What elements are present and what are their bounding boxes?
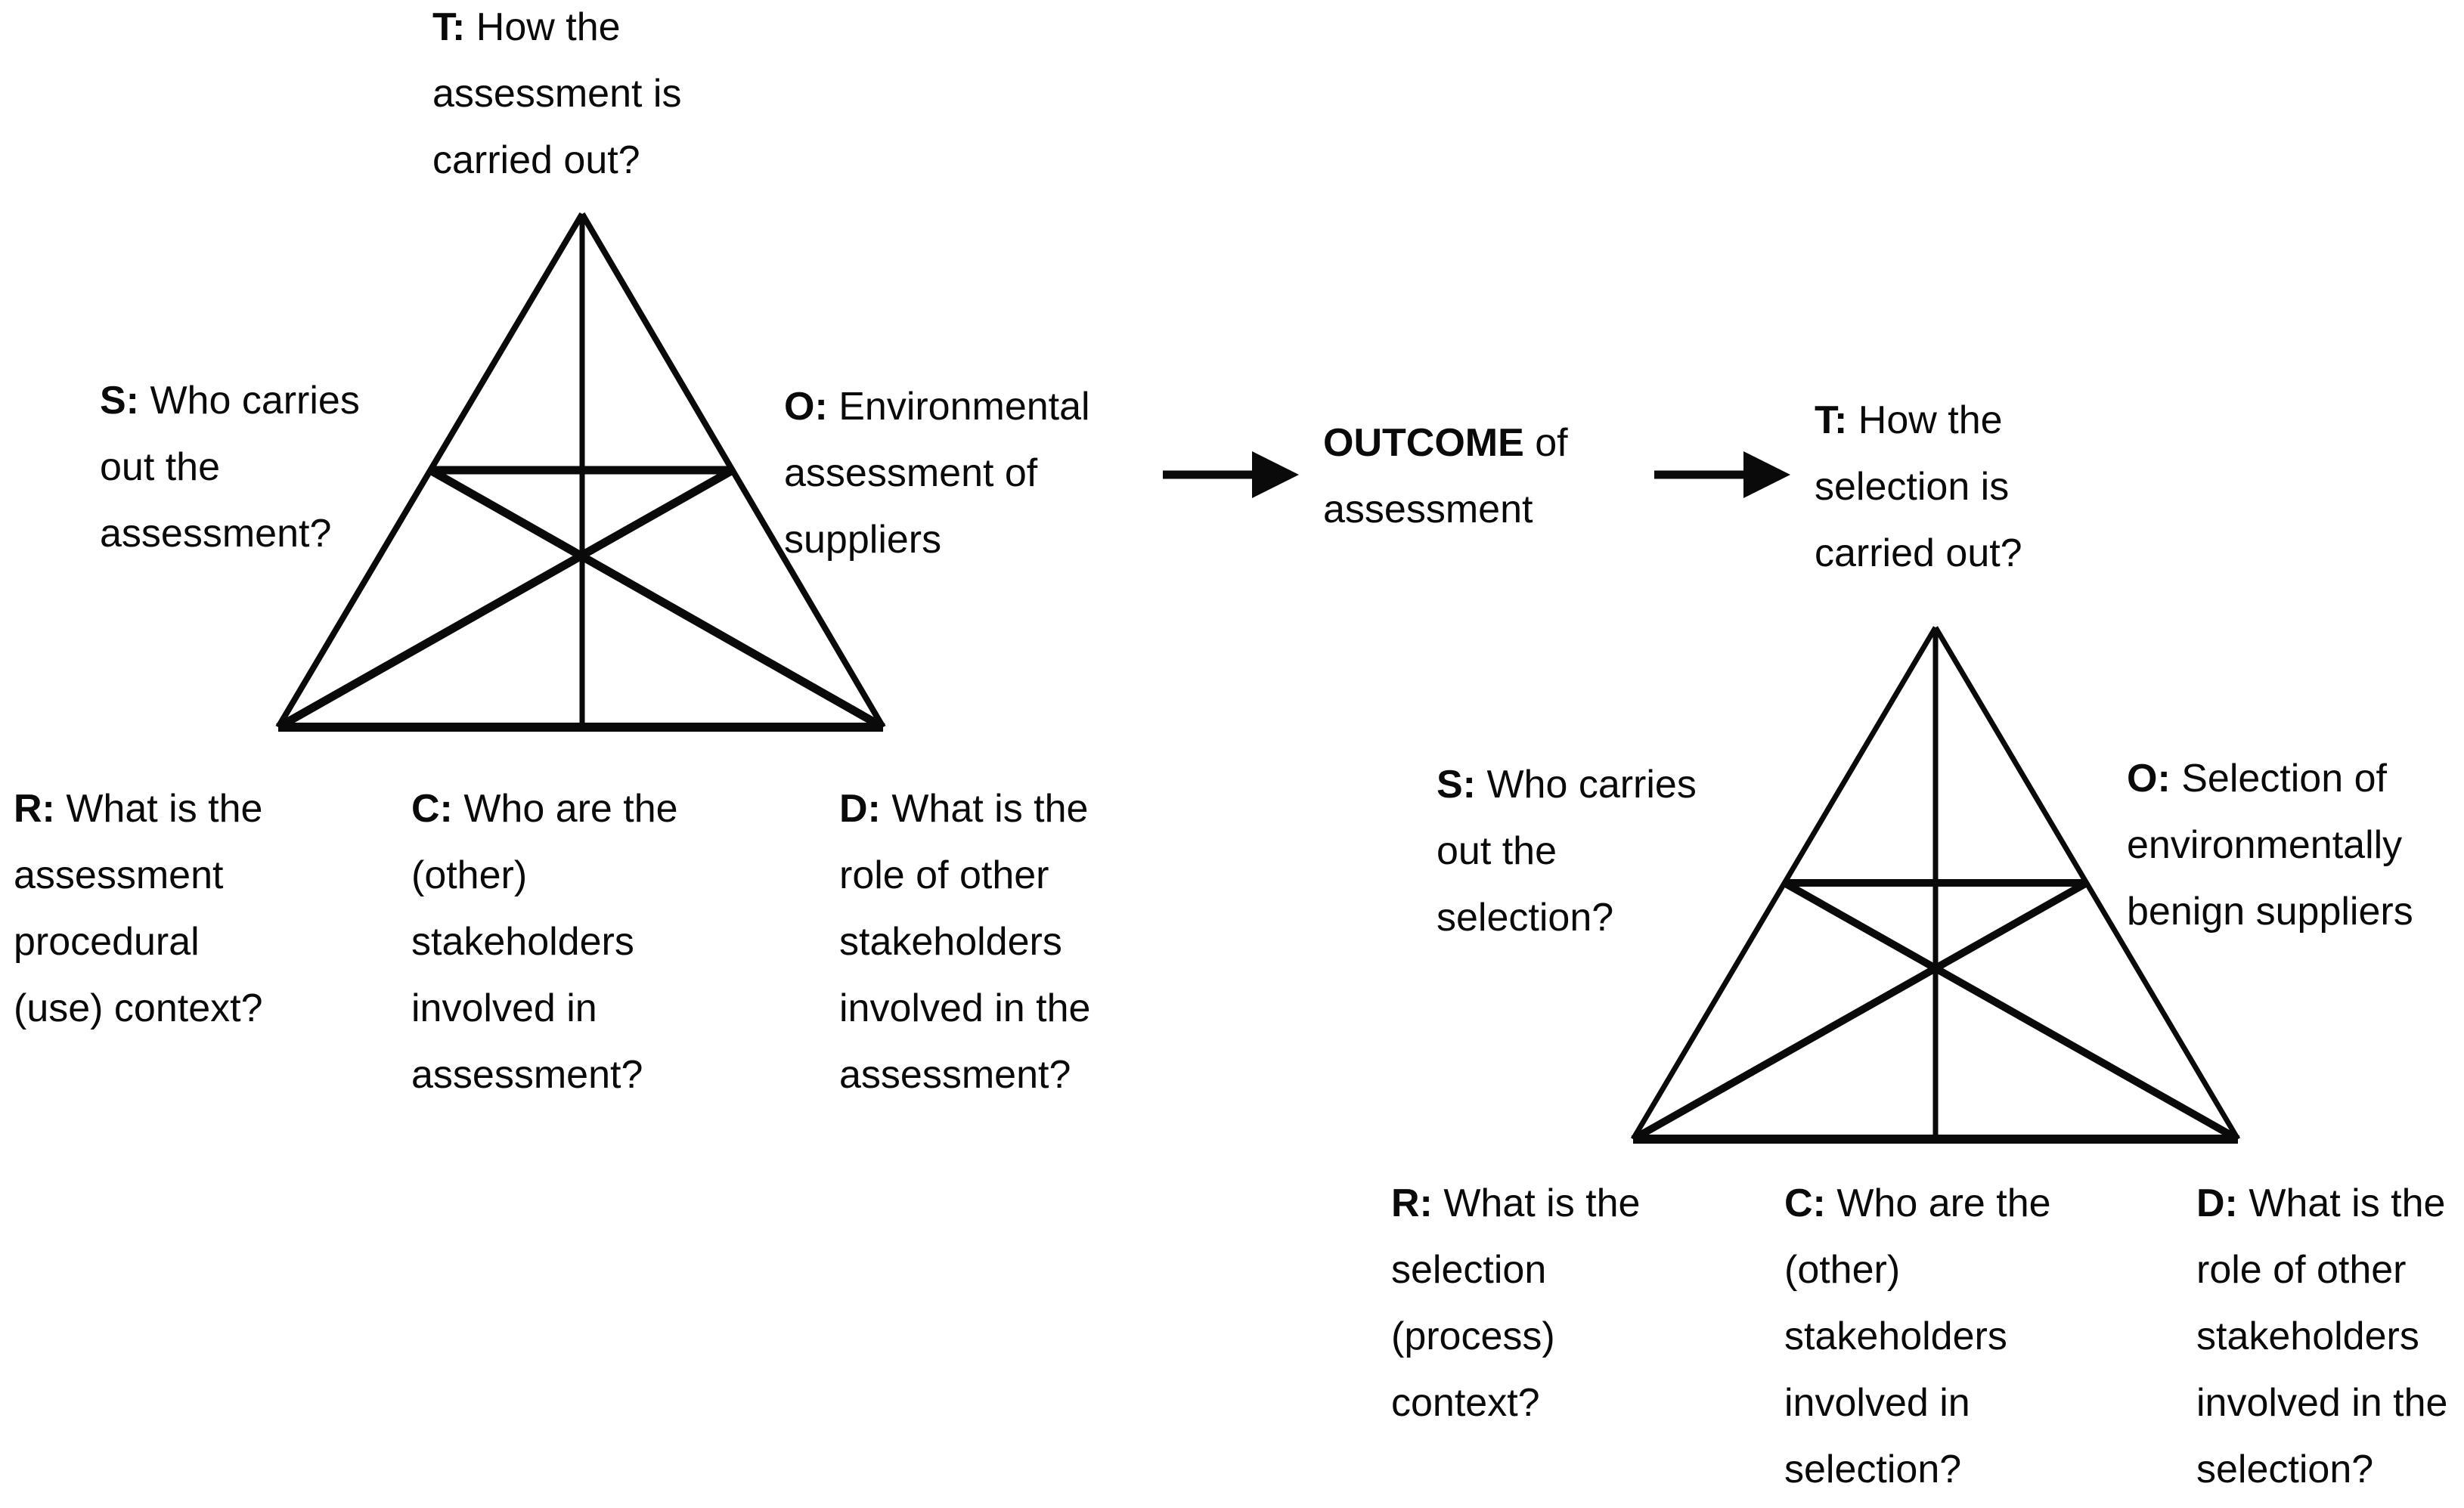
label-line: selection? xyxy=(2196,1448,2374,1491)
label-line: selection is xyxy=(1815,465,2010,509)
label-line: R: What is the xyxy=(14,787,263,831)
right-object-label: O: Selection of environmentally benign s… xyxy=(2127,745,2413,945)
label-line: role of other xyxy=(2196,1248,2407,1292)
label-line: C: Who are the xyxy=(1784,1181,2051,1225)
left-tool-label: T: How the assessment is carried out? xyxy=(432,0,681,194)
right-subject-label: S: Who carries out the selection? xyxy=(1437,751,1697,951)
label-line: procedural xyxy=(14,920,200,964)
label-line: S: Who carries xyxy=(1437,763,1697,807)
arrow-right-icon xyxy=(1163,451,1299,498)
label-line: assessment? xyxy=(100,512,332,556)
label-line: involved in the xyxy=(2196,1381,2448,1425)
label-line: selection xyxy=(1391,1248,1547,1292)
label-line: stakeholders xyxy=(2196,1314,2419,1358)
left-division-label: D: What is the role of other stakeholder… xyxy=(839,776,1090,1108)
label-line: selection? xyxy=(1437,896,1614,940)
label-line: involved in xyxy=(411,986,597,1030)
label-line: assessment xyxy=(14,853,224,897)
left-triangle-diagonal-sd xyxy=(428,466,885,731)
left-triangle-diagonal-or xyxy=(276,466,735,731)
label-line: stakeholders xyxy=(1784,1314,2007,1358)
right-rules-label: R: What is the selection (process) conte… xyxy=(1391,1170,1640,1436)
label-line: T: How the xyxy=(432,5,621,49)
label-line: suppliers xyxy=(784,518,942,562)
left-community-label: C: Who are the (other) stakeholders invo… xyxy=(411,776,678,1108)
label-line: assessment of xyxy=(784,451,1038,495)
label-line: carried out? xyxy=(432,138,640,182)
label-line: benign suppliers xyxy=(2127,890,2413,934)
label-line: out the xyxy=(1437,829,1557,873)
label-line: R: What is the xyxy=(1391,1181,1641,1225)
label-line: D: What is the xyxy=(2196,1181,2446,1225)
label-line: (other) xyxy=(411,853,528,897)
label-line: assessment xyxy=(1323,488,1533,531)
right-community-label: C: Who are the (other) stakeholders invo… xyxy=(1784,1170,2051,1503)
label-line: assessment is xyxy=(432,72,682,116)
label-line: (use) context? xyxy=(14,986,263,1030)
label-line: assessment? xyxy=(839,1053,1071,1097)
label-line: involved in the xyxy=(839,986,1091,1030)
label-line: assessment? xyxy=(411,1053,643,1097)
label-line: D: What is the xyxy=(839,787,1089,831)
label-line: O: Selection of xyxy=(2127,757,2387,800)
outcome-label: OUTCOME of assessment xyxy=(1323,410,1568,543)
right-tool-label: T: How the selection is carried out? xyxy=(1815,387,2022,587)
arrow-head xyxy=(1743,451,1790,498)
right-triangle-diagonal-sd xyxy=(1782,879,2240,1143)
label-line: out the xyxy=(100,445,221,489)
left-object-label: O: Environmental assessment of suppliers xyxy=(784,373,1090,573)
label-line: role of other xyxy=(839,853,1049,897)
label-line: stakeholders xyxy=(839,920,1062,964)
label-line: OUTCOME of xyxy=(1323,421,1568,465)
label-line: selection? xyxy=(1784,1448,1962,1491)
left-subject-label: S: Who carries out the assessment? xyxy=(100,367,360,567)
label-line: (process) xyxy=(1391,1314,1555,1358)
label-line: S: Who carries xyxy=(100,379,360,423)
right-triangle-diagonal-or xyxy=(1631,879,2089,1143)
label-line: O: Environmental xyxy=(784,385,1090,429)
label-line: context? xyxy=(1391,1381,1540,1425)
label-line: T: How the xyxy=(1815,398,2003,442)
selection-triangle xyxy=(1630,626,2241,1144)
right-division-label: D: What is the role of other stakeholder… xyxy=(2196,1170,2447,1503)
label-line: (other) xyxy=(1784,1248,1901,1292)
arrow-right-icon xyxy=(1654,451,1790,498)
arrow-head xyxy=(1252,451,1299,498)
label-line: carried out? xyxy=(1815,531,2022,575)
label-line: involved in xyxy=(1784,1381,1970,1425)
assessment-triangle xyxy=(275,212,886,732)
label-line: stakeholders xyxy=(411,920,634,964)
label-line: C: Who are the xyxy=(411,787,678,831)
label-line: environmentally xyxy=(2127,823,2403,867)
left-rules-label: R: What is the assessment procedural (us… xyxy=(14,776,263,1042)
